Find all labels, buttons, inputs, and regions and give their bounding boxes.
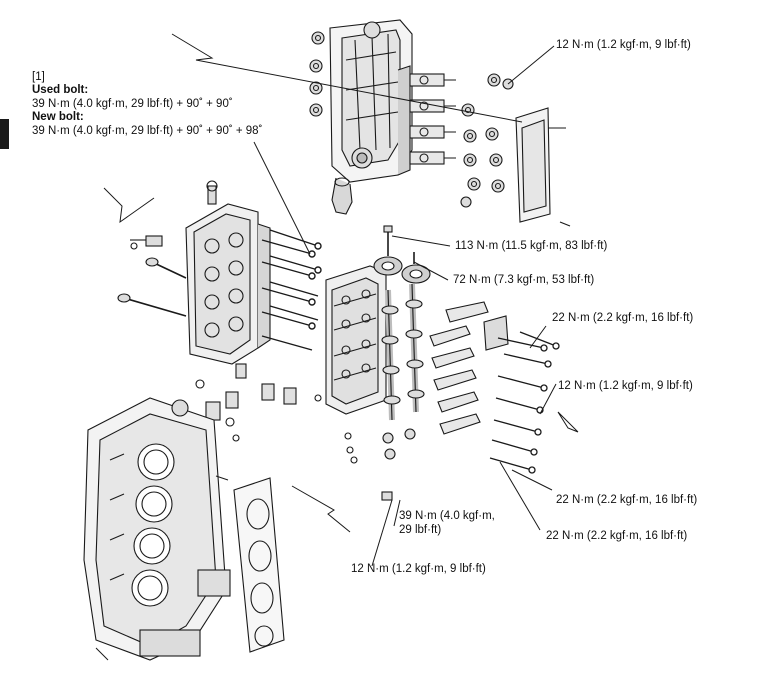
torque-label-rocker-lower-2: 22 N·m (2.2 kgf·m, 16 lbf·ft) (546, 530, 688, 542)
camshaft-holder (325, 265, 387, 415)
torque-label-bottom-bolt: 12 N·m (1.2 kgf·m, 9 lbf·ft) (351, 563, 486, 575)
cover-bracket (515, 107, 571, 227)
torque-label-rocker-lower-1: 22 N·m (2.2 kgf·m, 16 lbf·ft) (556, 494, 698, 506)
head-bolt-note: [1] Used bolt: 39 N·m (4.0 kgf·m, 29 lbf… (32, 71, 262, 138)
new-bolt-spec: 39 N·m (4.0 kgf·m, 29 lbf·ft) + 90˚ + 90… (32, 124, 263, 137)
torque-label-camshaft-bolt: 113 N·m (11.5 kgf·m, 83 lbf·ft) (455, 240, 608, 252)
used-bolt-spec: 39 N·m (4.0 kgf·m, 29 lbf·ft) + 90˚ + 90… (32, 97, 233, 110)
grommets-right (460, 73, 514, 208)
lower-plugs (344, 428, 416, 501)
grommets-left (309, 31, 325, 117)
torque-label-pulley-bolt: 72 N·m (7.3 kgf·m, 53 lbf·ft) (453, 274, 595, 286)
torque-label-rocker-upper: 22 N·m (2.2 kgf·m, 16 lbf·ft) (552, 312, 694, 324)
engine-block (83, 397, 231, 661)
cam-pulleys (373, 225, 431, 284)
rocker-arms (429, 301, 509, 435)
new-bolt-label: New bolt: (32, 111, 84, 124)
torque-label-head-cover: 12 N·m (1.2 kgf·m, 9 lbf·ft) (556, 39, 691, 51)
rocker-bolts (489, 331, 560, 474)
head-bolts (261, 229, 322, 351)
note-ref: [1] (32, 71, 45, 83)
head-gasket (233, 477, 285, 653)
used-bolt-label: Used bolt: (32, 84, 89, 97)
torque-label-plug-line2: 29 lbf·ft) (399, 524, 442, 536)
explode-lines (95, 33, 579, 661)
torque-label-rocker-mid: 12 N·m (1.2 kgf·m, 9 lbf·ft) (558, 380, 693, 392)
cylinder-head (185, 180, 271, 365)
section-tab-marker (0, 119, 9, 149)
leader-lines (253, 45, 557, 567)
ignition-coils (409, 73, 456, 165)
valve-springs (195, 363, 322, 442)
torque-label-plug-line1: 39 N·m (4.0 kgf·m, (399, 510, 495, 522)
camshafts (381, 283, 425, 421)
head-cover (329, 19, 413, 215)
valves (117, 235, 187, 317)
